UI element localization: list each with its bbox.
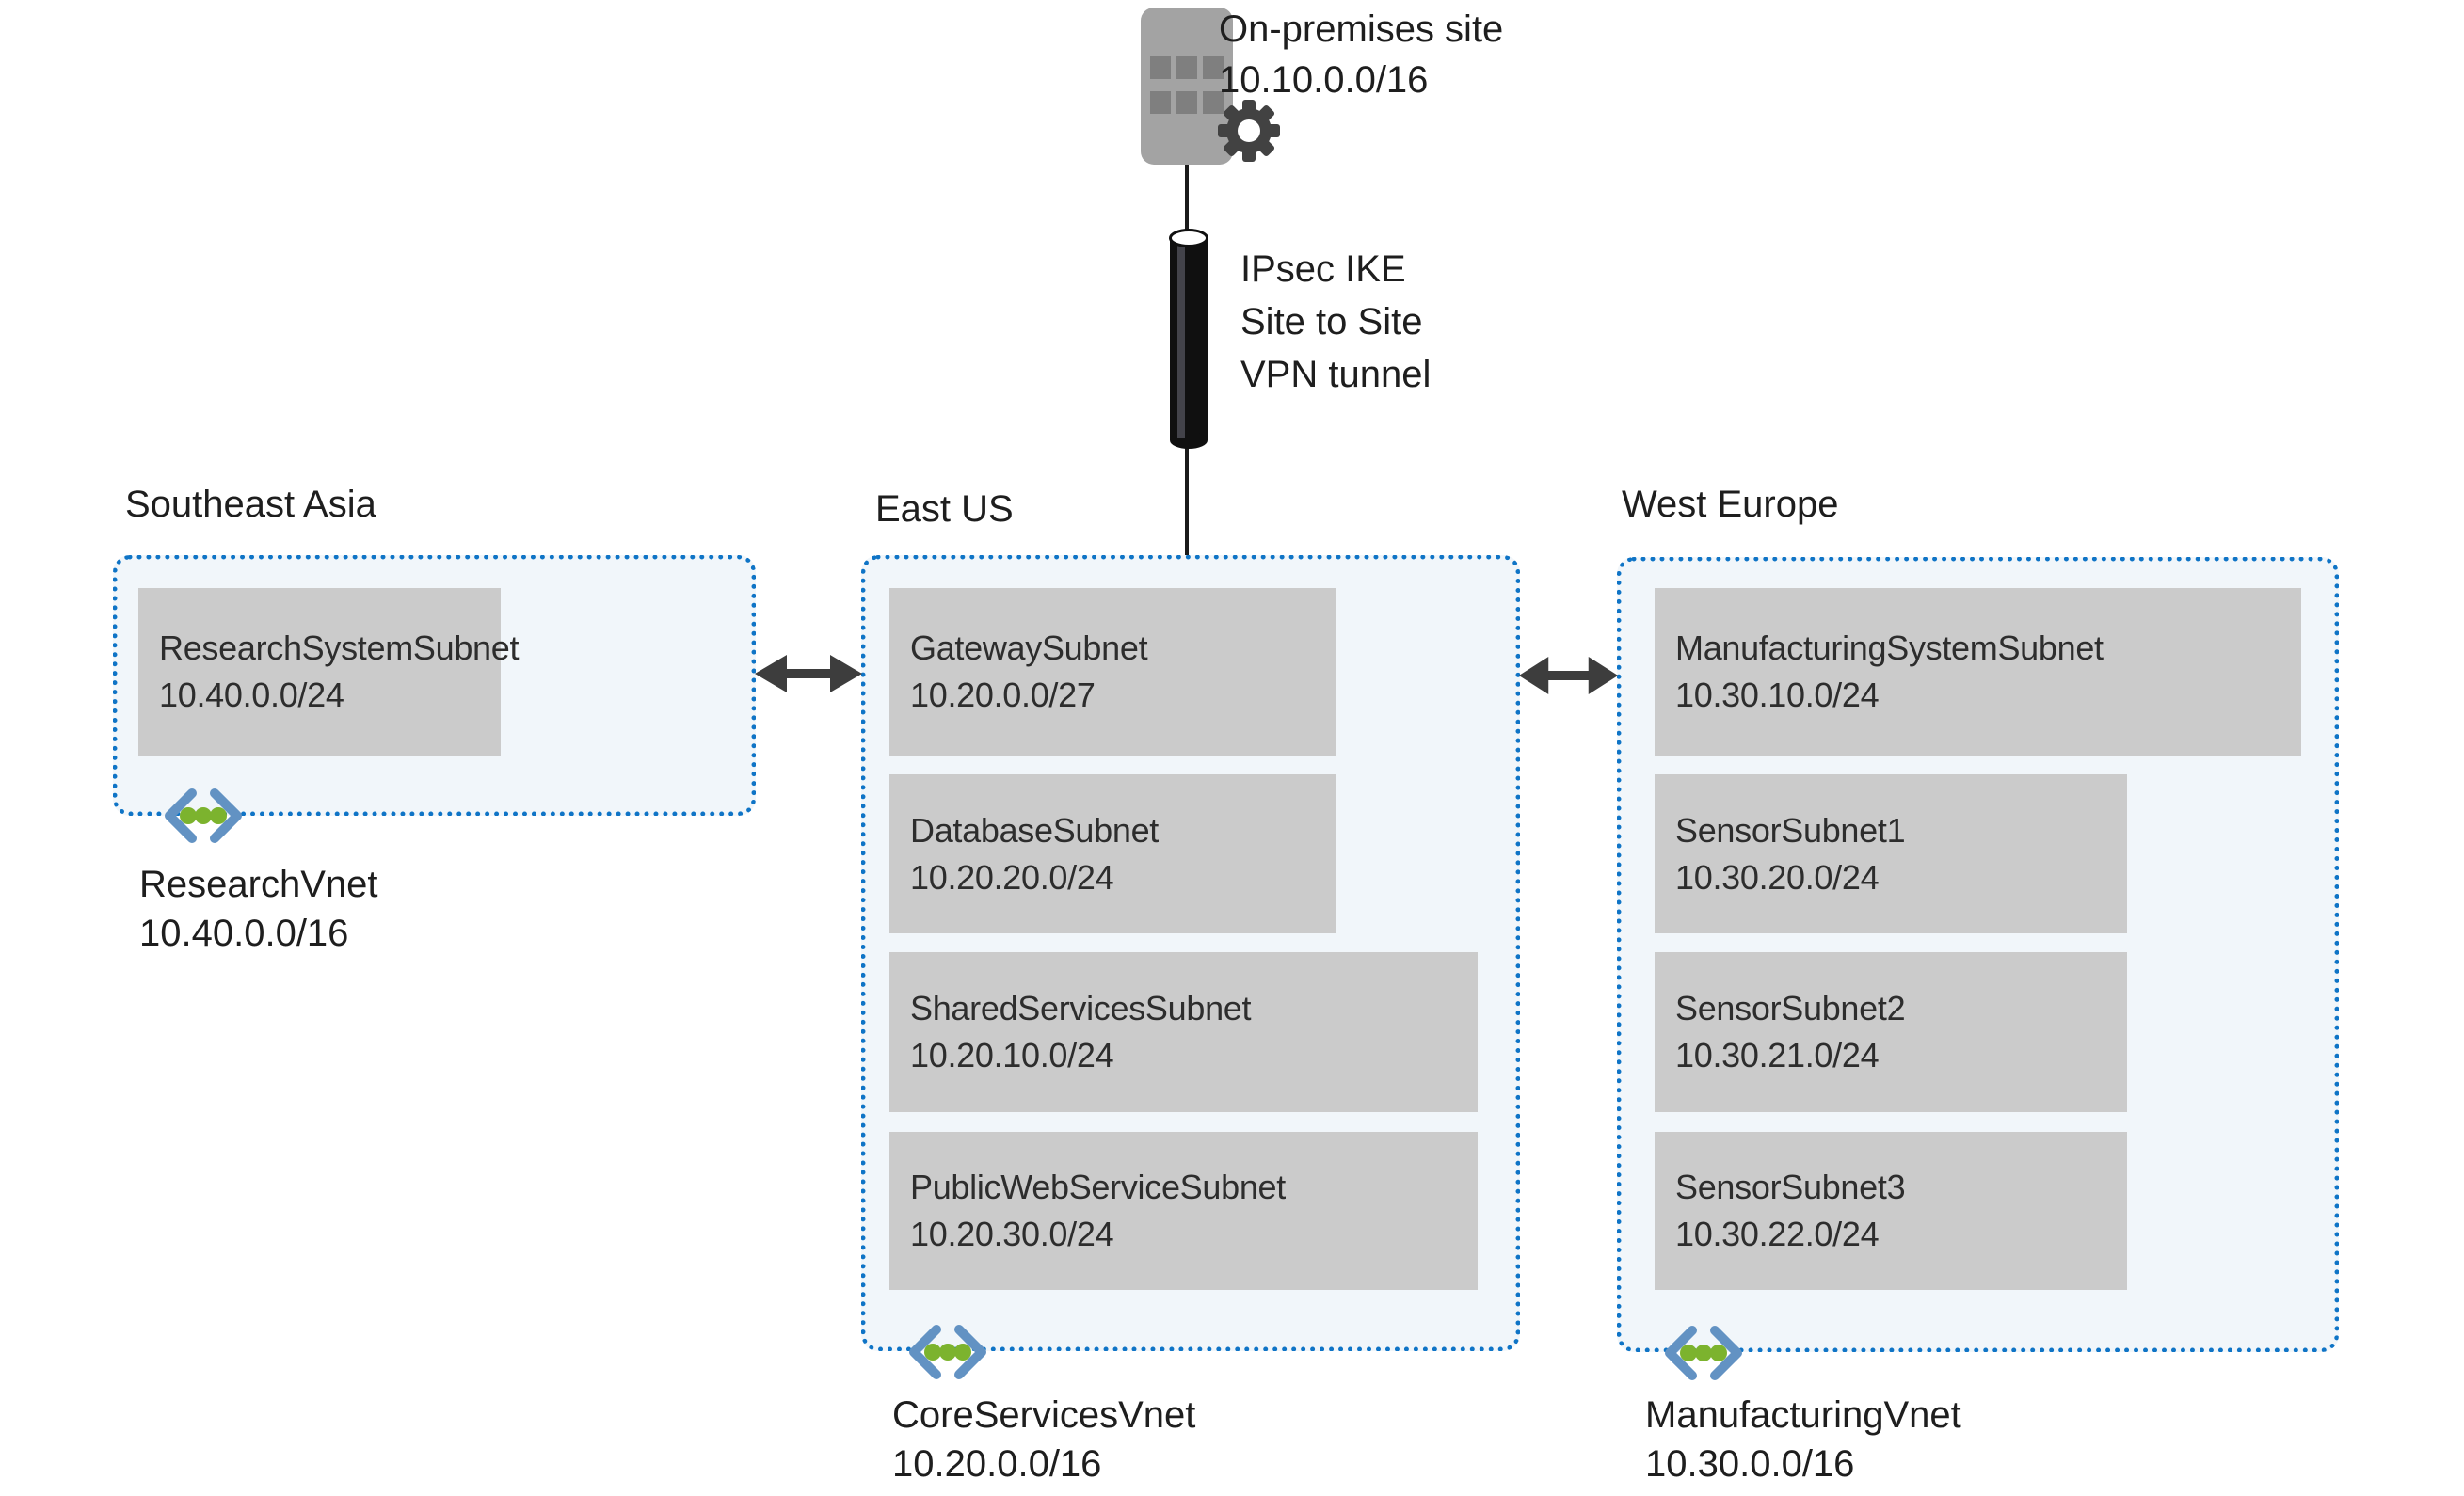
peering-arrow-left [755,655,862,692]
vpn-tunnel-label: IPsec IKE Site to Site VPN tunnel [1240,243,1431,401]
region-label-west-europe: West Europe [1622,484,1839,525]
subnet-cidr: 10.20.0.0/27 [910,676,1096,714]
vnet-name: ManufacturingVnet [1645,1394,1961,1436]
building-window [1203,56,1224,79]
virtual-network-icon [165,788,242,843]
subnet-cidr: 10.40.0.0/24 [159,676,344,714]
subnet-cidr: 10.20.10.0/24 [910,1036,1114,1074]
subnet-name: ResearchSystemSubnet [159,629,520,667]
subnet-name: SharedServicesSubnet [910,989,1252,1027]
subnet-publicwebservicesubnet: PublicWebServiceSubnet 10.20.30.0/24 [889,1132,1478,1290]
vpn-label-line3: VPN tunnel [1240,354,1432,395]
subnet-cidr: 10.30.20.0/24 [1675,857,1880,897]
subnet-databasesubnet: DatabaseSubnet 10.20.20.0/24 [889,774,1336,933]
subnet-manufacturingsystemsubnet: ManufacturingSystemSubnet 10.30.10.0/24 [1655,588,2301,756]
subnet-sensorsubnet2: SensorSubnet2 10.30.21.0/24 [1655,952,2127,1112]
region-label-east-us: East US [875,488,1014,530]
subnet-name: SensorSubnet3 [1675,1168,1906,1206]
subnet-name: SensorSubnet2 [1675,989,1906,1027]
subnet-cidr: 10.30.10.0/24 [1675,676,1880,714]
subnet-name: GatewaySubnet [910,629,1148,667]
vnet-name: CoreServicesVnet [892,1394,1196,1436]
building-window [1176,56,1197,79]
on-premises-title: On-premises site [1219,8,1504,50]
building-window [1150,91,1171,114]
building-icon [1141,8,1233,165]
subnet-name: PublicWebServiceSubnet [910,1168,1286,1206]
vnet-cidr: 10.30.0.0/16 [1645,1443,1855,1485]
subnet-cidr: 10.30.21.0/24 [1675,1036,1880,1074]
peering-arrow-right [1518,657,1619,694]
vnet-label-manufacturingvnet: ManufacturingVnet 10.30.0.0/16 [1645,1391,1961,1488]
virtual-network-icon [909,1325,986,1379]
subnet-gatewaysubnet: GatewaySubnet 10.20.0.0/27 [889,588,1336,756]
region-label-southeast-asia: Southeast Asia [125,484,376,525]
subnet-sensorsubnet1: SensorSubnet1 10.30.20.0/24 [1655,774,2127,933]
gear-icon [1218,100,1280,162]
virtual-network-icon [1665,1326,1742,1380]
subnet-cidr: 10.20.30.0/24 [910,1215,1114,1253]
subnet-researchsystemsubnet: ResearchSystemSubnet 10.40.0.0/24 [138,588,520,756]
subnet-name: DatabaseSubnet [910,810,1160,850]
subnet-cidr: 10.20.20.0/24 [910,857,1114,897]
on-premises-label: On-premises site 10.10.0.0/16 [1219,4,1503,105]
vnet-label-researchvnet: ResearchVnet 10.40.0.0/16 [139,860,377,958]
vpn-label-line1: IPsec IKE [1240,248,1406,290]
subnet-name: ManufacturingSystemSubnet [1675,629,2104,667]
building-window [1150,56,1171,79]
subnet-sharedservicessubnet: SharedServicesSubnet 10.20.10.0/24 [889,952,1478,1112]
subnet-sensorsubnet3: SensorSubnet3 10.30.22.0/24 [1655,1132,2127,1290]
subnet-cidr: 10.30.22.0/24 [1675,1215,1880,1253]
building-window [1176,91,1197,114]
vpn-label-line2: Site to Site [1240,301,1423,342]
vnet-cidr: 10.20.0.0/16 [892,1443,1102,1485]
vnet-name: ResearchVnet [139,864,378,905]
vnet-cidr: 10.40.0.0/16 [139,913,349,954]
vpn-tunnel-icon [1169,229,1208,449]
vnet-label-coreservicesvnet: CoreServicesVnet 10.20.0.0/16 [892,1391,1195,1488]
on-premises-cidr: 10.10.0.0/16 [1219,59,1429,101]
subnet-name: SensorSubnet1 [1675,810,1906,850]
building-window [1203,91,1224,114]
